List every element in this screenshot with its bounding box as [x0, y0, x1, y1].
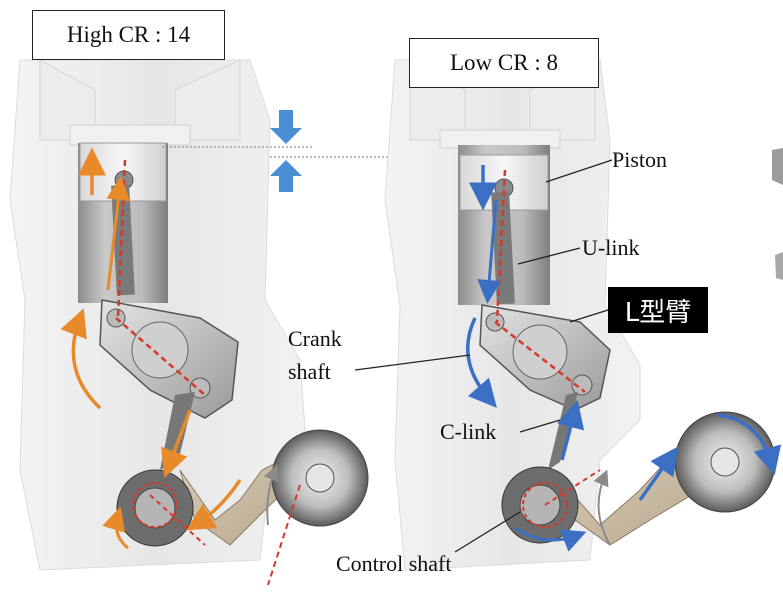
leader-lines: [354, 159, 613, 553]
high-cr-engine: [9, 59, 369, 586]
u-link-label: U-link: [582, 235, 640, 260]
low-cr-label: Low CR : 8: [409, 38, 599, 88]
partial-engine-edge: [772, 148, 783, 280]
control-shaft-label: Control shaft: [336, 551, 452, 576]
crank-shaft-label-line1: Crank: [288, 326, 342, 351]
arrow-up-icon: [270, 160, 302, 176]
compression-height-indicator: [162, 110, 420, 192]
c-link-label: C-link: [440, 419, 497, 444]
arrow-down-icon: [270, 128, 302, 144]
piston-label: Piston: [612, 147, 668, 172]
high-cr-label: High CR : 14: [32, 10, 225, 60]
crank-shaft-label-line2: shaft: [288, 359, 331, 384]
l-link-tag: L型臂: [608, 287, 708, 333]
low-cr-engine: [384, 59, 782, 571]
